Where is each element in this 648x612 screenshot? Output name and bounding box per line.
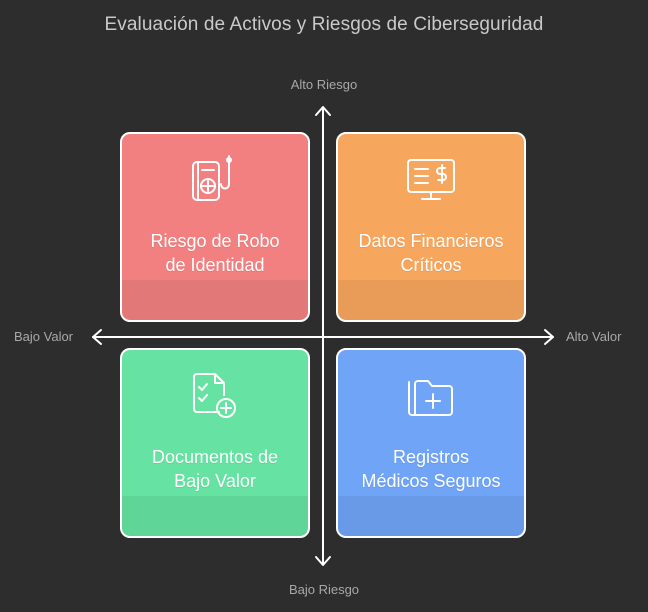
vertical-axis-arrow-down bbox=[315, 556, 331, 566]
card-label-line1: Riesgo de Robo bbox=[150, 231, 280, 251]
diagram-title: Evaluación de Activos y Riesgos de Ciber… bbox=[104, 14, 544, 35]
card-shade bbox=[338, 280, 524, 320]
card-shade bbox=[122, 280, 308, 320]
card-label: Riesgo de Robo de Identidad bbox=[130, 229, 300, 277]
card-label: Datos Financieros Críticos bbox=[346, 229, 516, 277]
horizontal-axis-arrow-left bbox=[92, 329, 102, 345]
axis-label-high-risk: Alto Riesgo bbox=[290, 77, 358, 92]
card-label-line1: Datos Financieros bbox=[358, 231, 504, 251]
quadrant-card-financial-data: Datos Financieros Críticos bbox=[336, 132, 526, 322]
card-label-line2: Bajo Valor bbox=[174, 471, 256, 491]
horizontal-axis-arrow-right bbox=[544, 329, 554, 345]
card-label-line2: Críticos bbox=[400, 255, 462, 275]
monitor-dollar-icon bbox=[338, 154, 524, 210]
quadrant-card-identity-theft: Riesgo de Robo de Identidad bbox=[120, 132, 310, 322]
card-label-line1: Registros bbox=[392, 447, 470, 467]
card-label: Registros Médicos Seguros bbox=[346, 445, 516, 493]
card-label-line2: de Identidad bbox=[165, 255, 265, 275]
axis-label-high-value: Alto Valor bbox=[566, 329, 622, 344]
checklist-document-icon bbox=[122, 370, 308, 426]
card-label-line2: Médicos Seguros bbox=[361, 471, 501, 491]
quadrant-card-low-value-documents: Documentos de Bajo Valor bbox=[120, 348, 310, 538]
axis-label-low-value: Bajo Valor bbox=[14, 329, 74, 344]
id-hook-icon bbox=[122, 154, 308, 210]
quadrant-card-medical-records: Registros Médicos Seguros bbox=[336, 348, 526, 538]
card-label: Documentos de Bajo Valor bbox=[130, 445, 300, 493]
axis-label-low-risk: Bajo Riesgo bbox=[288, 582, 360, 597]
vertical-axis-arrow-up bbox=[315, 106, 331, 116]
card-shade bbox=[338, 496, 524, 536]
card-label-line1: Documentos de bbox=[151, 447, 279, 467]
card-shade bbox=[122, 496, 308, 536]
medical-folder-icon bbox=[338, 370, 524, 426]
